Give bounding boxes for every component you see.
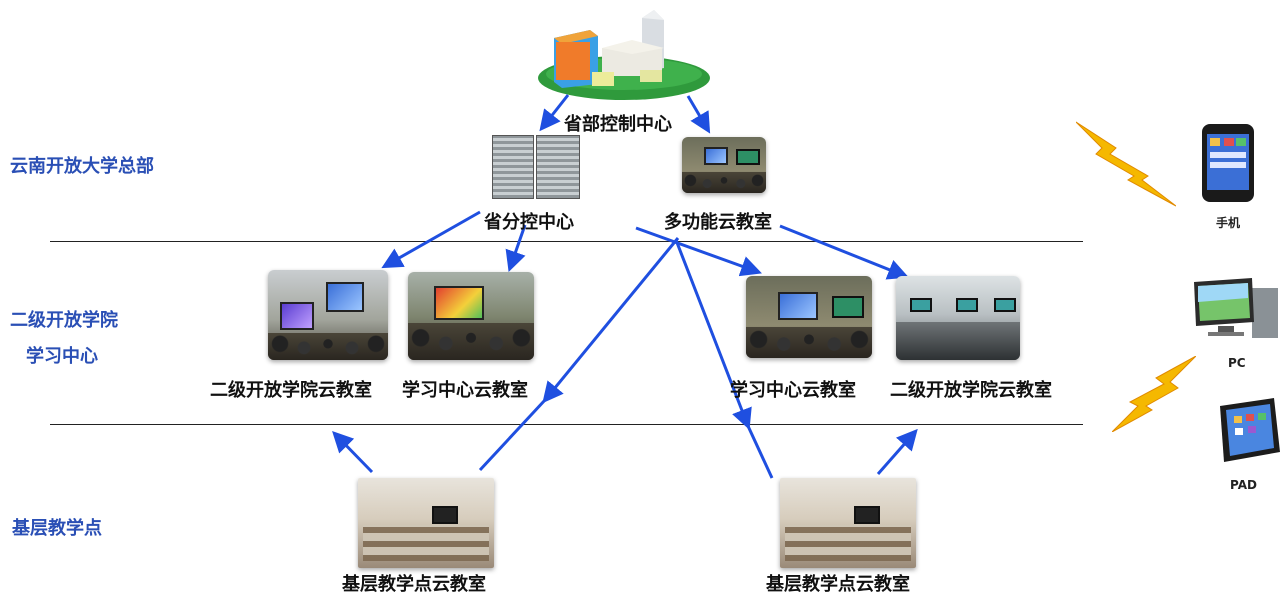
node-label-college-classroom-right: 二级开放学院云教室 <box>890 380 1052 401</box>
grassroots-classroom-left-photo <box>358 478 494 568</box>
device-label-pad: PAD <box>1230 478 1257 492</box>
tier-label-second-level-college: 二级开放学院 <box>10 310 118 331</box>
tier-label-headquarters: 云南开放大学总部 <box>10 156 154 177</box>
device-label-phone: 手机 <box>1216 216 1241 230</box>
college-classroom-left-photo <box>268 270 388 360</box>
tablet-icon <box>1220 398 1280 462</box>
smartphone-icon <box>1202 124 1254 202</box>
node-label-grassroots-right: 基层教学点云教室 <box>766 574 910 595</box>
learning-center-left-photo <box>408 272 534 360</box>
tier-divider-bottom <box>50 424 1083 425</box>
node-label-college-classroom-left: 二级开放学院云教室 <box>210 380 372 401</box>
city-buildings-icon <box>538 10 710 100</box>
node-label-learning-center-left: 学习中心云教室 <box>402 380 528 401</box>
desktop-pc-icon <box>1194 278 1278 338</box>
tier-label-learning-center: 学习中心 <box>26 346 98 367</box>
node-label-multifunction-classroom: 多功能云教室 <box>664 212 772 233</box>
lightning-bolt-icon <box>1112 356 1196 432</box>
node-label-learning-center-right: 学习中心云教室 <box>730 380 856 401</box>
server-rack-icon <box>492 135 580 199</box>
tier-divider-top <box>50 241 1083 242</box>
learning-center-right-photo <box>746 276 872 358</box>
college-classroom-right-photo <box>896 276 1020 360</box>
node-label-grassroots-left: 基层教学点云教室 <box>342 574 486 595</box>
node-label-province-control: 省部控制中心 <box>564 114 672 135</box>
multifunction-classroom-photo <box>682 137 766 193</box>
tier-label-grassroots: 基层教学点 <box>12 518 102 539</box>
grassroots-classroom-right-photo <box>780 478 916 568</box>
device-label-pc: PC <box>1228 356 1246 370</box>
lightning-bolt-icon <box>1076 121 1176 207</box>
node-label-provincial-branch: 省分控中心 <box>484 212 574 233</box>
